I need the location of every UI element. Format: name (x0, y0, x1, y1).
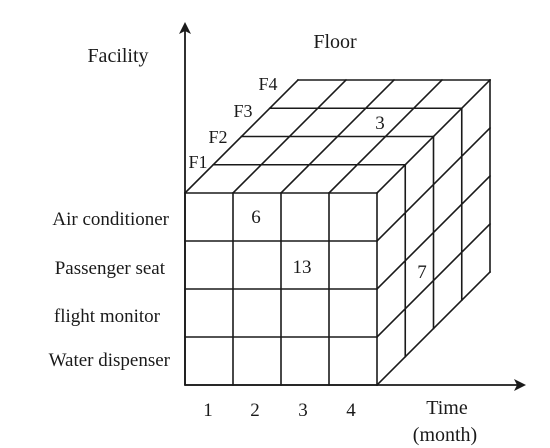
cube-grid (183, 78, 492, 387)
floor-label: F1 (188, 152, 207, 172)
floor-axis-title: Floor (313, 31, 357, 53)
facility-axis-title: Facility (87, 45, 148, 67)
month-label: 1 (203, 400, 213, 421)
floor-label: F2 (208, 127, 227, 147)
facility-label: flight monitor (54, 306, 161, 327)
cell-value-passenger-seat-month-3: 13 (293, 257, 312, 278)
cell-value-top-floor-3-month-4: 3 (375, 113, 385, 134)
month-label: 4 (346, 400, 356, 421)
month-label: 2 (250, 400, 260, 421)
facility-label: Passenger seat (55, 258, 166, 279)
facility-label: Air conditioner (52, 209, 169, 230)
time-axis-unit: (month) (413, 424, 477, 446)
axes (179, 22, 526, 391)
time-axis-title: Time (426, 397, 468, 419)
month-label: 3 (298, 400, 308, 421)
facility-label: Water dispenser (49, 350, 171, 371)
cell-value-air-conditioner-month-2: 6 (251, 207, 261, 228)
floor-label: F4 (258, 74, 277, 94)
floor-label: F3 (233, 101, 252, 121)
cell-value-side-passenger-seat-floor-1: 7 (417, 262, 427, 283)
